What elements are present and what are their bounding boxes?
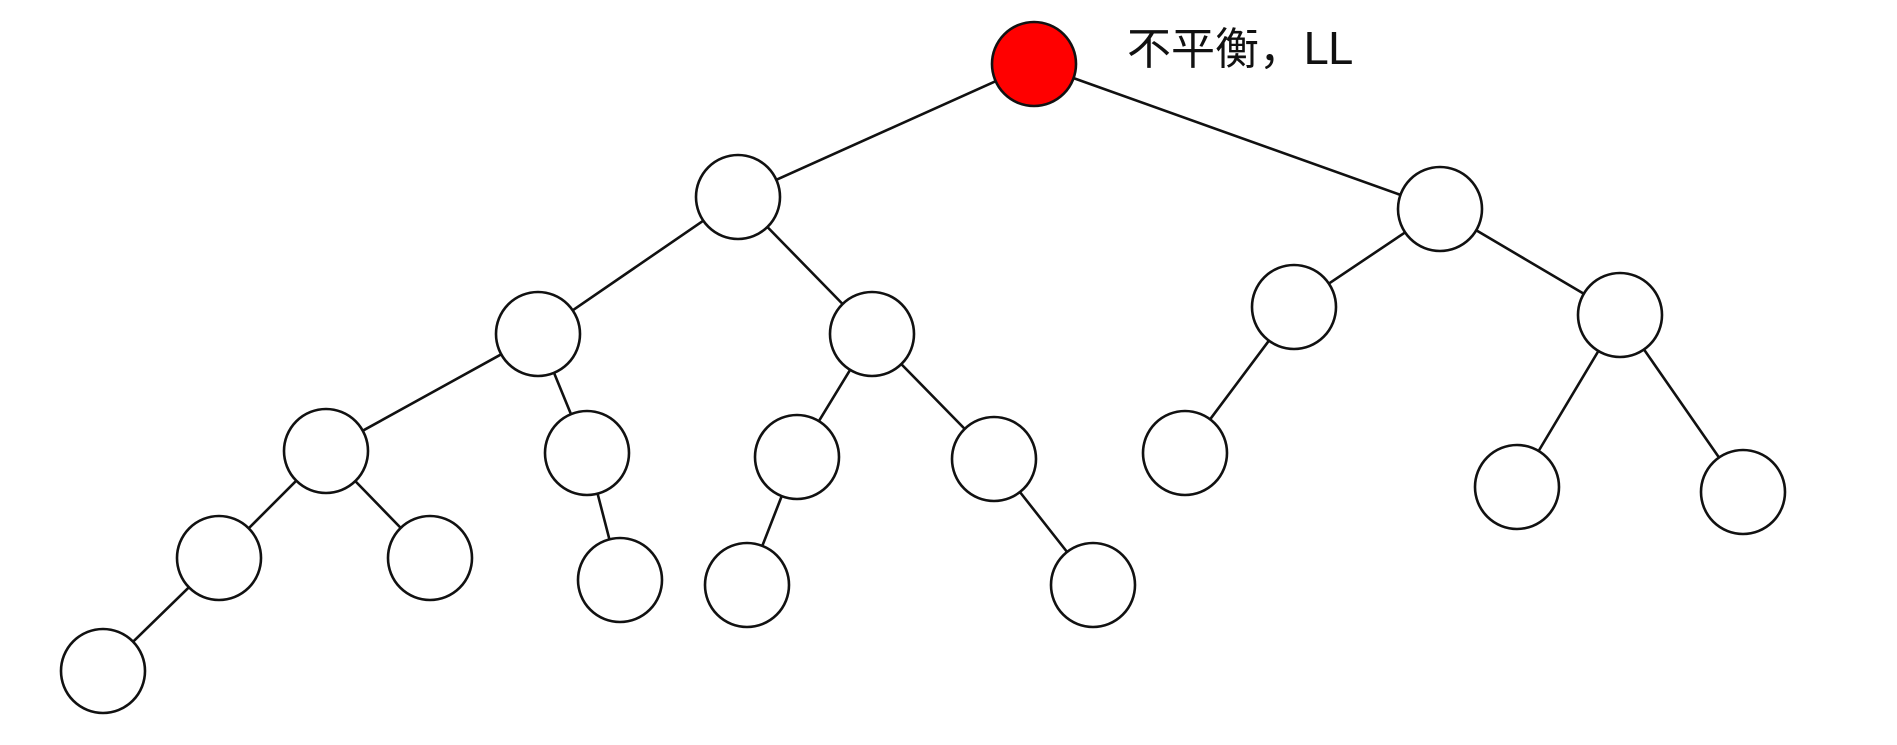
tree-node-l-l-l-r bbox=[386, 514, 474, 602]
tree-edge-l-l-r-l bbox=[596, 492, 611, 541]
tree-node-l-l bbox=[494, 290, 582, 378]
tree-nodes bbox=[59, 20, 1787, 715]
tree-edges bbox=[131, 76, 1721, 644]
tree-edge-r bbox=[1072, 76, 1402, 197]
tree-node-l-r-l bbox=[753, 413, 841, 501]
tree-node-l-r-l-l bbox=[703, 541, 791, 629]
tree-edge-l-r bbox=[766, 225, 844, 306]
tree-edge-l-l-l-r bbox=[353, 479, 403, 530]
tree-edge-r-r-r bbox=[1642, 348, 1721, 459]
tree-edge-l-l-r bbox=[552, 371, 573, 416]
tree-node-l-r bbox=[828, 290, 916, 378]
tree-node-l-r-r bbox=[950, 415, 1038, 503]
tree-node-unbalanced-root bbox=[990, 20, 1078, 108]
tree-edge-r-r-l bbox=[1537, 349, 1600, 453]
tree-edge-l-r-l bbox=[817, 368, 852, 423]
tree-edge-r-l-l bbox=[1208, 339, 1271, 421]
unbalanced-annotation: 不平衡，LL bbox=[1127, 24, 1353, 75]
tree-node-r-l bbox=[1250, 263, 1338, 351]
tree-node-l-l-r bbox=[543, 409, 631, 497]
tree-node-l-l-r-l bbox=[576, 536, 664, 624]
tree-edge-l-r-l-l bbox=[760, 494, 784, 548]
tree-node-l-l-l-l-l bbox=[59, 627, 147, 715]
tree-edge-l-l-l-l-l bbox=[131, 585, 191, 644]
tree-edge-l bbox=[774, 79, 998, 182]
tree-edge-r-r bbox=[1474, 229, 1586, 296]
tree-node-l bbox=[694, 153, 782, 241]
tree-edge-l-l bbox=[571, 219, 705, 312]
tree-node-l-r-r-l bbox=[1049, 541, 1137, 629]
tree-node-r-r bbox=[1576, 271, 1664, 359]
tree-edge-l-r-r bbox=[899, 362, 967, 431]
tree-edge-l-l-l-l bbox=[247, 479, 298, 530]
tree-node-l-l-l bbox=[282, 407, 370, 495]
tree-edge-r-l bbox=[1327, 231, 1407, 285]
tree-node-r-l-l bbox=[1141, 409, 1229, 497]
tree-edge-l-l-l bbox=[361, 352, 503, 433]
tree-edge-l-r-r-l bbox=[1018, 490, 1069, 554]
tree-node-r-r-l bbox=[1473, 443, 1561, 531]
tree-node-r bbox=[1396, 165, 1484, 253]
tree-node-r-r-r bbox=[1699, 448, 1787, 536]
tree-node-l-l-l-l bbox=[175, 514, 263, 602]
